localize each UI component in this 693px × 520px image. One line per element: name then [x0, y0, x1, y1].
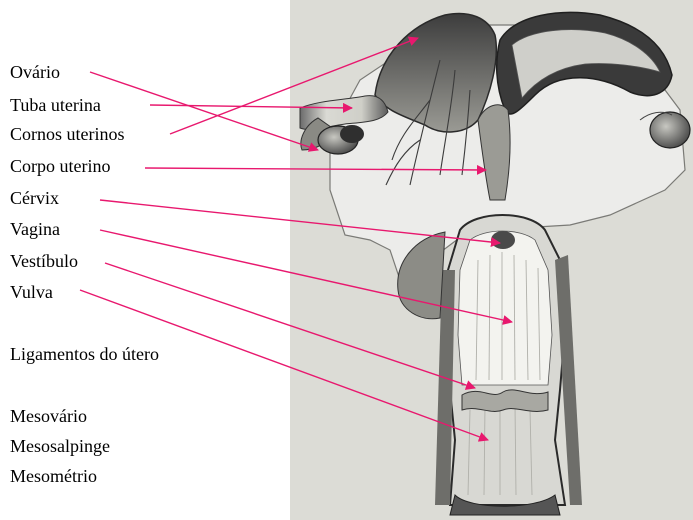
label-cervix: Cérvix [10, 187, 59, 209]
right-ovary [650, 112, 690, 148]
label-cornos-uterinos: Cornos uterinos [10, 123, 125, 145]
label-tuba-uterina: Tuba uterina [10, 94, 101, 116]
label-ligamentos: Ligamentos do útero [10, 343, 159, 365]
label-mesometrio: Mesométrio [10, 465, 97, 487]
label-mesosalpinge: Mesosalpinge [10, 435, 110, 457]
label-corpo-uterino: Corpo uterino [10, 155, 111, 177]
label-vagina: Vagina [10, 218, 60, 240]
label-vestibulo: Vestíbulo [10, 250, 78, 272]
label-vulva: Vulva [10, 281, 53, 303]
label-mesovario: Mesovário [10, 405, 87, 427]
label-ovario: Ovário [10, 61, 60, 83]
cervix-os [491, 231, 515, 249]
vestibule-ridge [462, 390, 548, 412]
